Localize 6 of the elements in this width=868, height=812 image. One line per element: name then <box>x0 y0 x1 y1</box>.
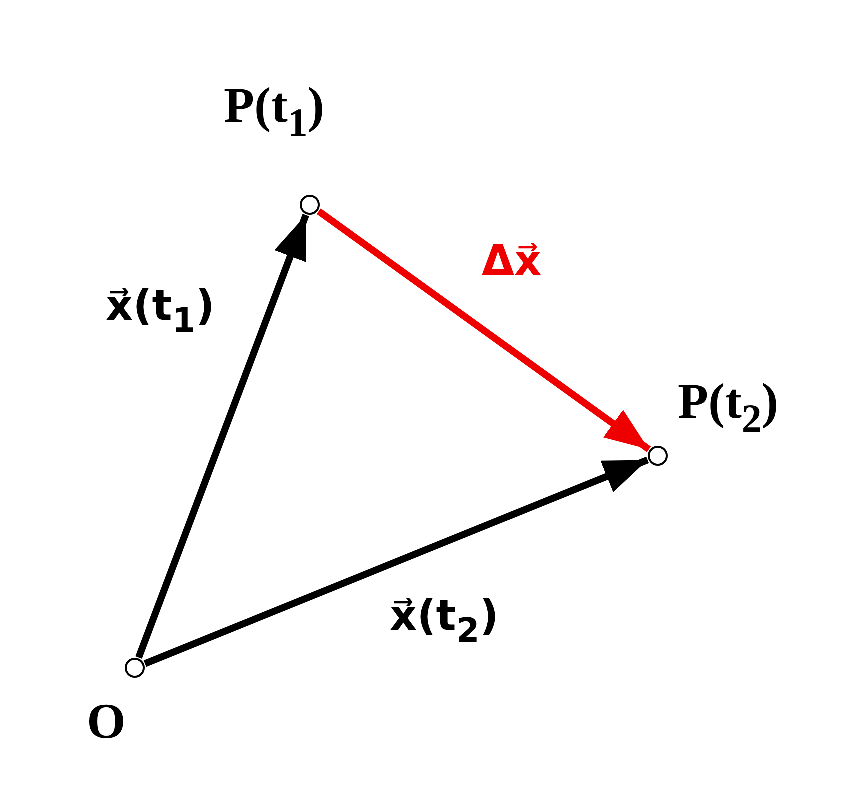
point-label: P(t$_{2}$) <box>678 376 778 439</box>
arrow <box>144 456 650 668</box>
point-label: O <box>87 696 126 746</box>
point-label: P(t$_{1}$) <box>224 80 324 143</box>
arrow <box>136 214 310 659</box>
arrow <box>316 208 652 452</box>
